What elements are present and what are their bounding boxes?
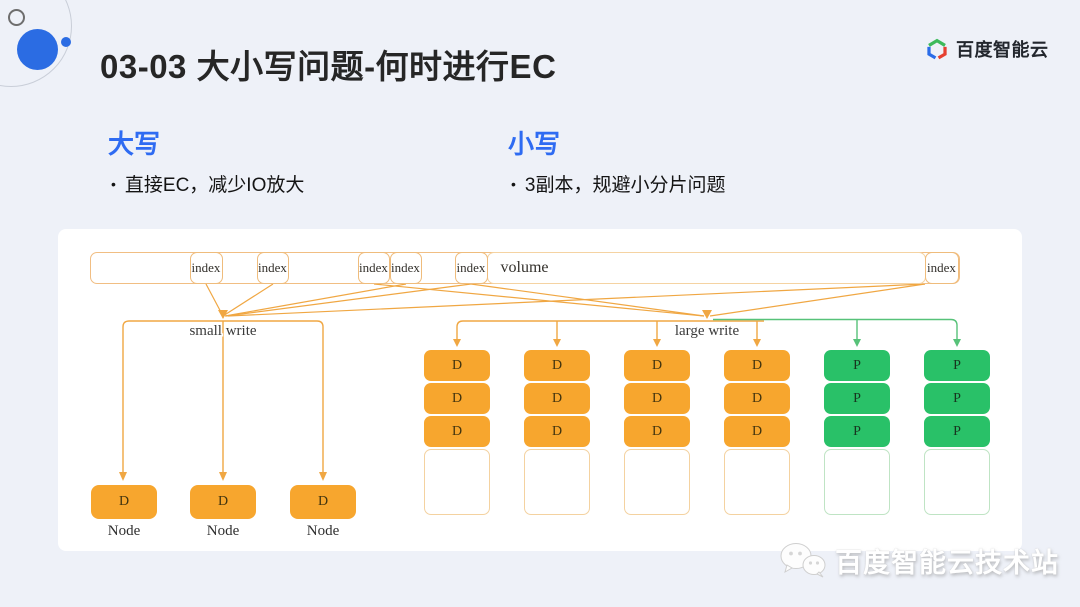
fan-lines xyxy=(205,283,926,317)
empty-extent-box xyxy=(924,449,990,515)
data-column: D D D xyxy=(524,350,590,515)
page-title: 03-03 大小写问题-何时进行EC xyxy=(100,48,557,85)
bullet-text: 直接EC，减少IO放大 xyxy=(124,175,305,196)
empty-extent-box xyxy=(724,449,790,515)
data-block: D xyxy=(724,350,790,381)
section-heading-large-write: 大写 xyxy=(108,129,161,159)
watermark-text: 百度智能云技术站 xyxy=(835,548,1059,578)
parity-block: P xyxy=(824,416,890,447)
large-write-apex-arrow xyxy=(702,310,712,319)
watermark: 百度智能云技术站 xyxy=(779,541,1059,580)
data-block: D xyxy=(724,383,790,414)
volume-segment: volume xyxy=(486,251,926,284)
large-write-parity-arrowheads xyxy=(853,339,961,347)
data-block: D xyxy=(624,350,690,381)
volume-label: volume xyxy=(500,258,549,276)
large-write-data-arrowheads xyxy=(453,339,761,347)
node-label: Node xyxy=(206,523,240,539)
index-segment: index xyxy=(454,251,488,284)
small-write-arrowheads xyxy=(119,472,327,481)
bullet-marker: • xyxy=(511,175,516,192)
volume-bar: volume index index index index index ind… xyxy=(90,251,960,284)
data-block: D xyxy=(424,350,490,381)
section-heading-small-write: 小写 xyxy=(508,129,561,159)
large-write-bracket-parity xyxy=(713,318,958,341)
data-block: D xyxy=(424,416,490,447)
data-column: D D D xyxy=(724,350,790,515)
brand-name: 百度智能云 xyxy=(956,40,1049,60)
decorative-blue-circle xyxy=(17,29,58,70)
small-write-data-block: D xyxy=(91,485,157,519)
baidu-cloud-hexagon-icon xyxy=(927,38,947,60)
data-block: D xyxy=(524,383,590,414)
data-column: D D D xyxy=(624,350,690,515)
empty-extent-box xyxy=(624,449,690,515)
empty-extent-box xyxy=(424,449,490,515)
parity-block: P xyxy=(924,416,990,447)
index-segment: index xyxy=(924,251,959,284)
bullet-marker: • xyxy=(111,175,116,192)
wechat-icon xyxy=(780,542,826,577)
bullet-large-write: • 直接EC，减少IO放大 xyxy=(111,170,304,197)
index-segment: index xyxy=(389,251,422,284)
data-column: D D D xyxy=(424,350,490,515)
data-block: D xyxy=(524,350,590,381)
data-block: D xyxy=(624,383,690,414)
index-segment: index xyxy=(189,251,223,284)
small-write-bracket xyxy=(122,320,324,479)
large-write-bracket-data xyxy=(456,320,764,341)
empty-extent-box xyxy=(824,449,890,515)
large-write-label: large write xyxy=(675,323,740,339)
node-label: Node xyxy=(306,523,340,539)
diagram-panel: small write large write volume index ind… xyxy=(58,229,1022,551)
data-block: D xyxy=(524,416,590,447)
decorative-blue-dot xyxy=(61,37,71,47)
index-segment: index xyxy=(357,251,390,284)
data-block: D xyxy=(624,416,690,447)
small-write-label: small write xyxy=(189,323,256,339)
small-write-data-block: D xyxy=(290,485,356,519)
parity-block: P xyxy=(824,383,890,414)
index-segment: index xyxy=(256,251,289,284)
node-label: Node xyxy=(107,523,141,539)
small-write-apex-arrow xyxy=(218,310,228,319)
bullet-text: 3副本，规避小分片问题 xyxy=(524,175,726,196)
empty-extent-box xyxy=(524,449,590,515)
parity-block: P xyxy=(824,350,890,381)
parity-block: P xyxy=(924,383,990,414)
parity-column: P P P xyxy=(824,350,890,515)
data-block: D xyxy=(724,416,790,447)
decorative-ring-icon xyxy=(8,9,25,26)
parity-column: P P P xyxy=(924,350,990,515)
bullet-small-write: • 3副本，规避小分片问题 xyxy=(511,170,725,197)
diagram-connectors: small write large write xyxy=(119,283,961,481)
data-block: D xyxy=(424,383,490,414)
parity-block: P xyxy=(924,350,990,381)
small-write-data-block: D xyxy=(190,485,256,519)
brand-logo: 百度智能云 xyxy=(924,36,1049,62)
